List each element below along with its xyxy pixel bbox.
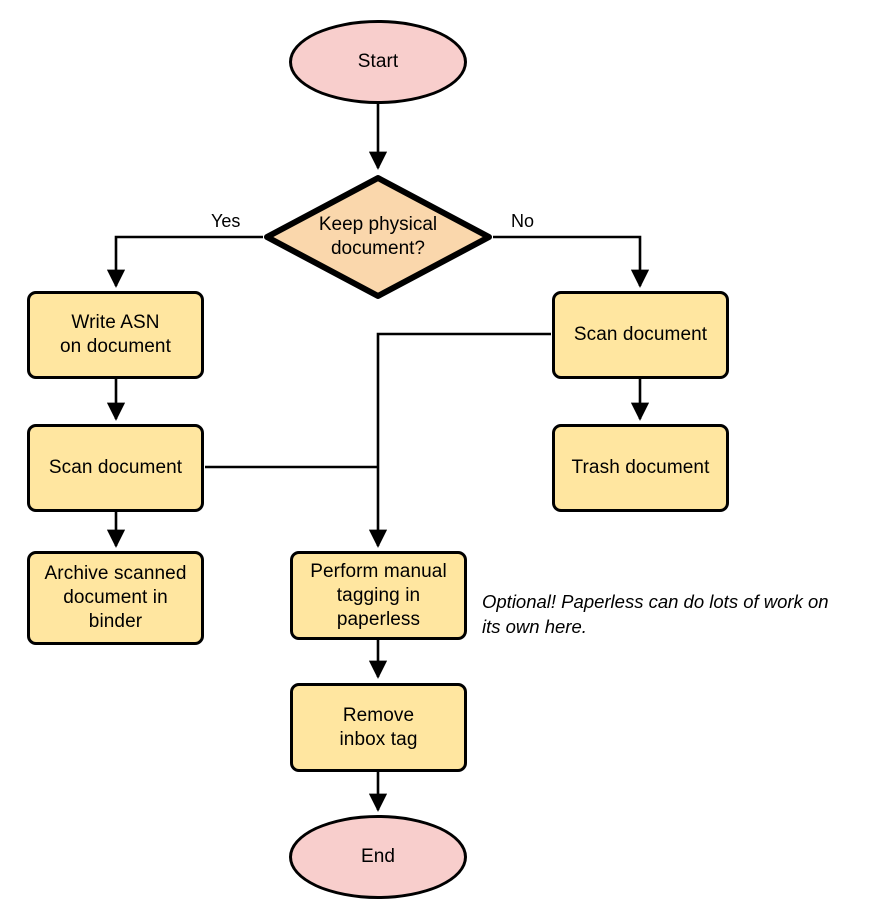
node-trash-document-label: Trash document	[571, 457, 710, 478]
node-archive-scanned-document-in-binder[interactable]: Archive scanned document in binder	[27, 551, 204, 645]
node-end[interactable]: End	[289, 815, 467, 899]
node-archive-scanned-document-in-binder-label: Archive scanned document in binder	[44, 563, 187, 632]
node-trash-document[interactable]: Trash document	[552, 424, 729, 512]
edge-decision-yes-to-write-asn	[106, 235, 263, 288]
node-write-asn-on-document[interactable]: Write ASN on document	[27, 291, 204, 379]
node-start-label: Start	[357, 51, 399, 72]
edge-label-yes: Yes	[211, 211, 241, 231]
edge-scan-right-to-manual-tagging	[368, 332, 551, 548]
node-scan-document-right-label: Scan document	[573, 324, 708, 345]
node-keep-physical-document[interactable]: Keep physical document?	[263, 174, 493, 300]
diamond-shape	[264, 175, 492, 299]
edge-decision-no-to-scan-right	[493, 235, 650, 288]
node-write-asn-on-document-label: Write ASN on document	[60, 312, 171, 357]
node-scan-document-left-label: Scan document	[48, 457, 183, 478]
node-end-label: End	[360, 846, 396, 867]
node-perform-manual-tagging-in-paperless-label: Perform manual tagging in paperless	[310, 560, 447, 630]
node-remove-inbox-tag[interactable]: Remove inbox tag	[290, 683, 467, 772]
node-remove-inbox-tag-label: Remove inbox tag	[339, 704, 418, 750]
node-start[interactable]: Start	[289, 20, 467, 104]
node-scan-document-right[interactable]: Scan document	[552, 291, 729, 379]
edge-label-no: No	[511, 211, 535, 231]
annotation-optional-note: Optional! Paperless can do lots of work …	[482, 591, 829, 637]
node-scan-document-left[interactable]: Scan document	[27, 424, 204, 512]
node-keep-physical-document-label: Keep physical document?	[318, 214, 438, 259]
node-perform-manual-tagging-in-paperless[interactable]: Perform manual tagging in paperless	[290, 551, 467, 640]
